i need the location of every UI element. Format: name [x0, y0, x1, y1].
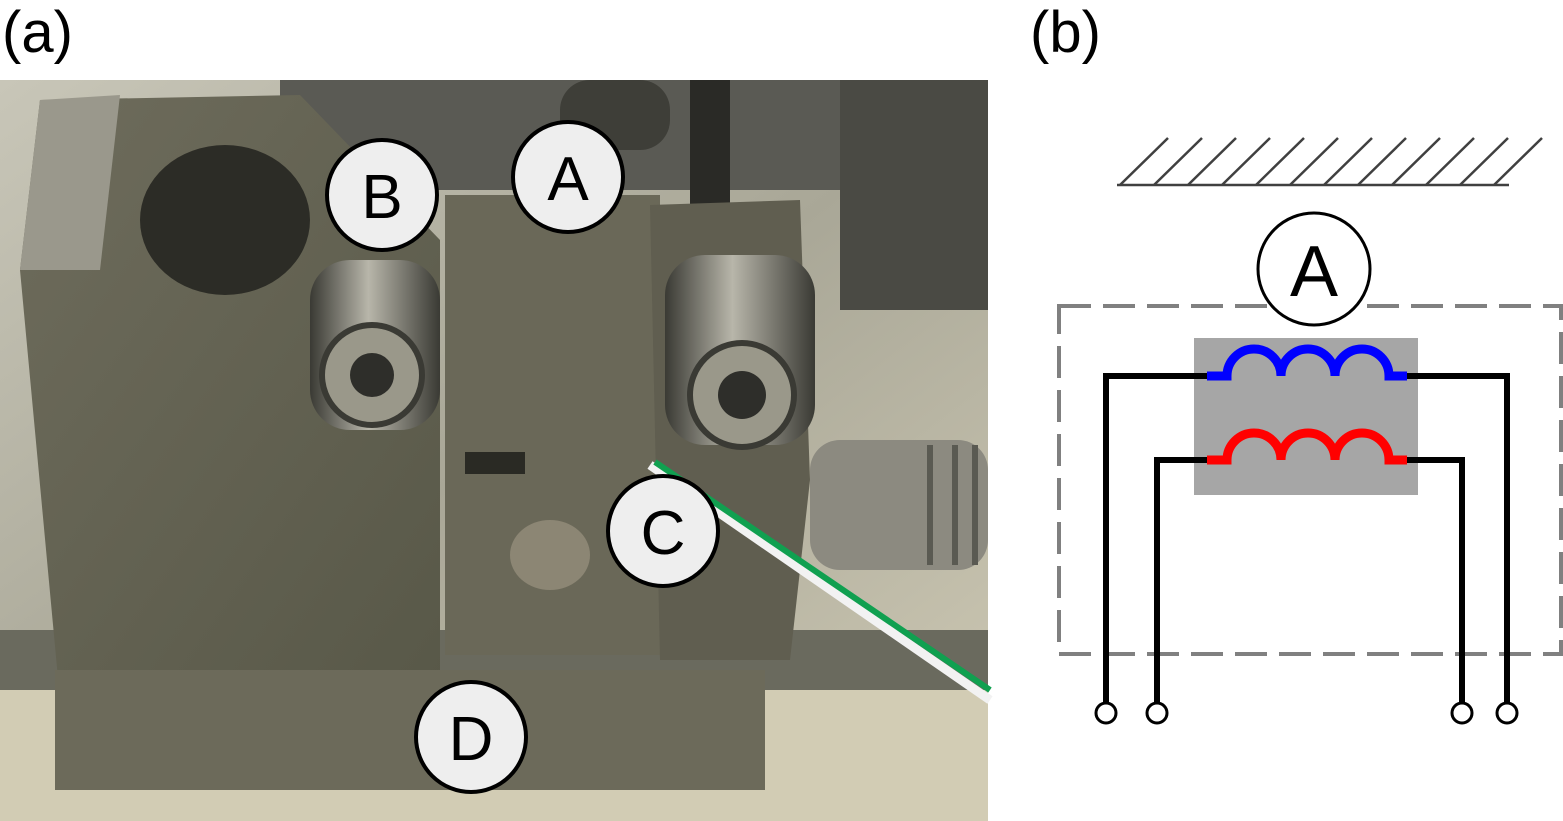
wire-green [653, 459, 992, 693]
screw-b-socket [350, 353, 394, 397]
wire-secondary-right [1407, 457, 1465, 705]
ground-hatch-line [1221, 137, 1271, 186]
wire-primary-right [1407, 373, 1510, 705]
base-block [55, 670, 765, 790]
terminal-1 [1094, 701, 1118, 725]
callout-c: C [606, 474, 720, 588]
wire-primary-left [1103, 373, 1207, 705]
photo-panel: A B C D [0, 80, 993, 821]
callout-a-label: A [547, 145, 589, 214]
ground-hatch-line [1425, 137, 1475, 186]
callout-schematic-a: A [1256, 211, 1372, 327]
terminal-2 [1145, 701, 1169, 725]
panel-label-b: (b) [1030, 0, 1101, 65]
callout-schematic-a-label: A [1290, 232, 1338, 312]
ground-hatch-line [1119, 137, 1169, 186]
ground-hatch-line [1323, 137, 1373, 186]
bracket-edge [20, 95, 120, 270]
screw-right-socket [718, 371, 766, 419]
ground-hatch-line [1153, 137, 1203, 186]
coil-primary [1207, 344, 1407, 381]
callout-b: B [325, 138, 439, 252]
ground-hatch-line [1255, 137, 1305, 186]
panel-label-a: (a) [2, 0, 73, 65]
callout-c-label: C [641, 499, 686, 568]
callout-d: D [414, 680, 528, 794]
slot [465, 452, 525, 474]
bore-hole [140, 145, 310, 295]
ground-hatches [1119, 137, 1543, 186]
schematic-panel: A [1057, 137, 1563, 725]
callout-d-label: D [449, 705, 494, 774]
ground-hatch-line [1289, 137, 1339, 186]
bracket-block [20, 95, 440, 700]
rear-cables [840, 80, 988, 310]
ground-hatch-line [1357, 137, 1407, 186]
coil-secondary [1207, 428, 1407, 465]
set-screw [510, 520, 590, 590]
terminal-3 [1450, 701, 1474, 725]
ground-hatch-line [1493, 137, 1543, 186]
ground-hatch-line [1187, 137, 1237, 186]
wires [1103, 373, 1510, 705]
connector [810, 440, 988, 570]
callout-a: A [511, 120, 625, 234]
terminals [1094, 701, 1519, 725]
ground-hatch-line [1459, 137, 1509, 186]
wire-secondary-left [1154, 457, 1207, 705]
callout-b-label: B [361, 163, 402, 232]
ground-symbol [1117, 137, 1543, 187]
terminal-4 [1495, 701, 1519, 725]
ground-hatch-line [1391, 137, 1441, 186]
